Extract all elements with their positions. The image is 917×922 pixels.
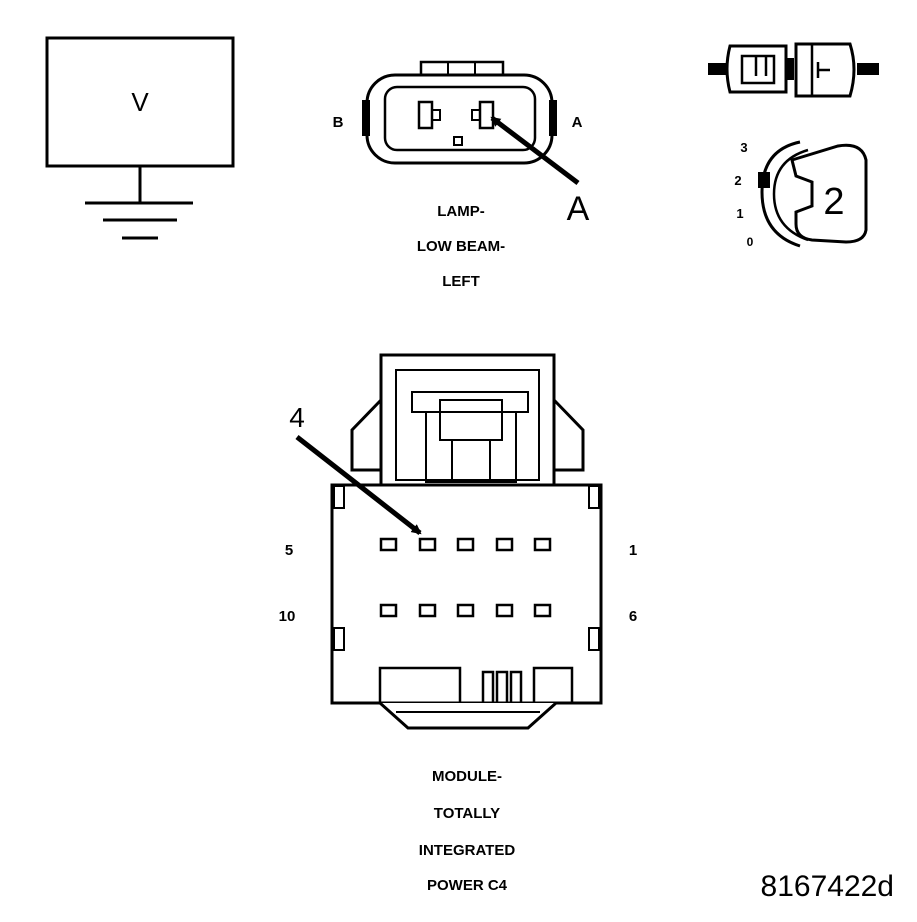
module-pin-5 bbox=[379, 537, 398, 552]
module-connector: 5 1 10 6 4 MODULE- TOTALLY INTEGRATED PO… bbox=[279, 353, 637, 894]
module-arrow-label: 4 bbox=[289, 402, 305, 433]
module-caption-line-2: TOTALLY bbox=[434, 805, 500, 822]
ignition-selected-position: 2 bbox=[823, 181, 844, 223]
figure-id: 8167422d bbox=[761, 870, 894, 903]
lamp-caption-line-1: LAMP- bbox=[437, 203, 485, 220]
lamp-caption-line-2: LOW BEAM- bbox=[417, 238, 505, 255]
module-pin-3 bbox=[456, 537, 475, 552]
lamp-connector: B A A LAMP- LOW BEAM- LEFT bbox=[333, 60, 590, 290]
lamp-pin-a-label: A bbox=[572, 114, 583, 131]
ignition-position-3: 3 bbox=[740, 140, 747, 155]
module-connector-hood bbox=[379, 353, 556, 487]
module-caption-line-4: POWER C4 bbox=[427, 877, 508, 894]
lamp-pin-arrow bbox=[490, 116, 580, 185]
voltmeter-label: V bbox=[131, 87, 149, 117]
module-pin-2 bbox=[495, 537, 514, 552]
module-connector-lip bbox=[379, 701, 557, 730]
ignition-key bbox=[790, 143, 868, 244]
lamp-arrow-label: A bbox=[567, 190, 590, 228]
module-row2-right-label: 6 bbox=[629, 608, 637, 625]
module-pin-10 bbox=[379, 603, 398, 618]
module-caption-line-3: INTEGRATED bbox=[419, 842, 516, 859]
connector-pair-icon bbox=[708, 42, 879, 98]
module-pin-9 bbox=[418, 603, 437, 618]
module-pin-7 bbox=[495, 603, 514, 618]
module-pin-1 bbox=[533, 537, 552, 552]
module-pin-6 bbox=[533, 603, 552, 618]
voltmeter-symbol: V bbox=[45, 36, 235, 240]
lamp-pin-b-label: B bbox=[333, 114, 344, 131]
ignition-position-marker bbox=[758, 172, 770, 188]
module-row1-left-label: 5 bbox=[285, 542, 293, 559]
lamp-caption-line-3: LEFT bbox=[442, 273, 480, 290]
ignition-switch-icon: 3 2 1 0 2 bbox=[734, 140, 868, 249]
ignition-position-1: 1 bbox=[736, 206, 743, 221]
module-row1-right-label: 1 bbox=[629, 542, 637, 559]
module-pin-8 bbox=[456, 603, 475, 618]
module-pin-4 bbox=[418, 537, 437, 552]
module-caption-line-1: MODULE- bbox=[432, 768, 502, 785]
ignition-position-2: 2 bbox=[734, 173, 741, 188]
lamp-connector-inner bbox=[383, 85, 537, 152]
module-pin-arrow bbox=[295, 435, 422, 535]
module-row2-left-label: 10 bbox=[279, 608, 296, 625]
module-connector-body bbox=[330, 483, 603, 705]
ignition-position-0: 0 bbox=[747, 235, 754, 249]
